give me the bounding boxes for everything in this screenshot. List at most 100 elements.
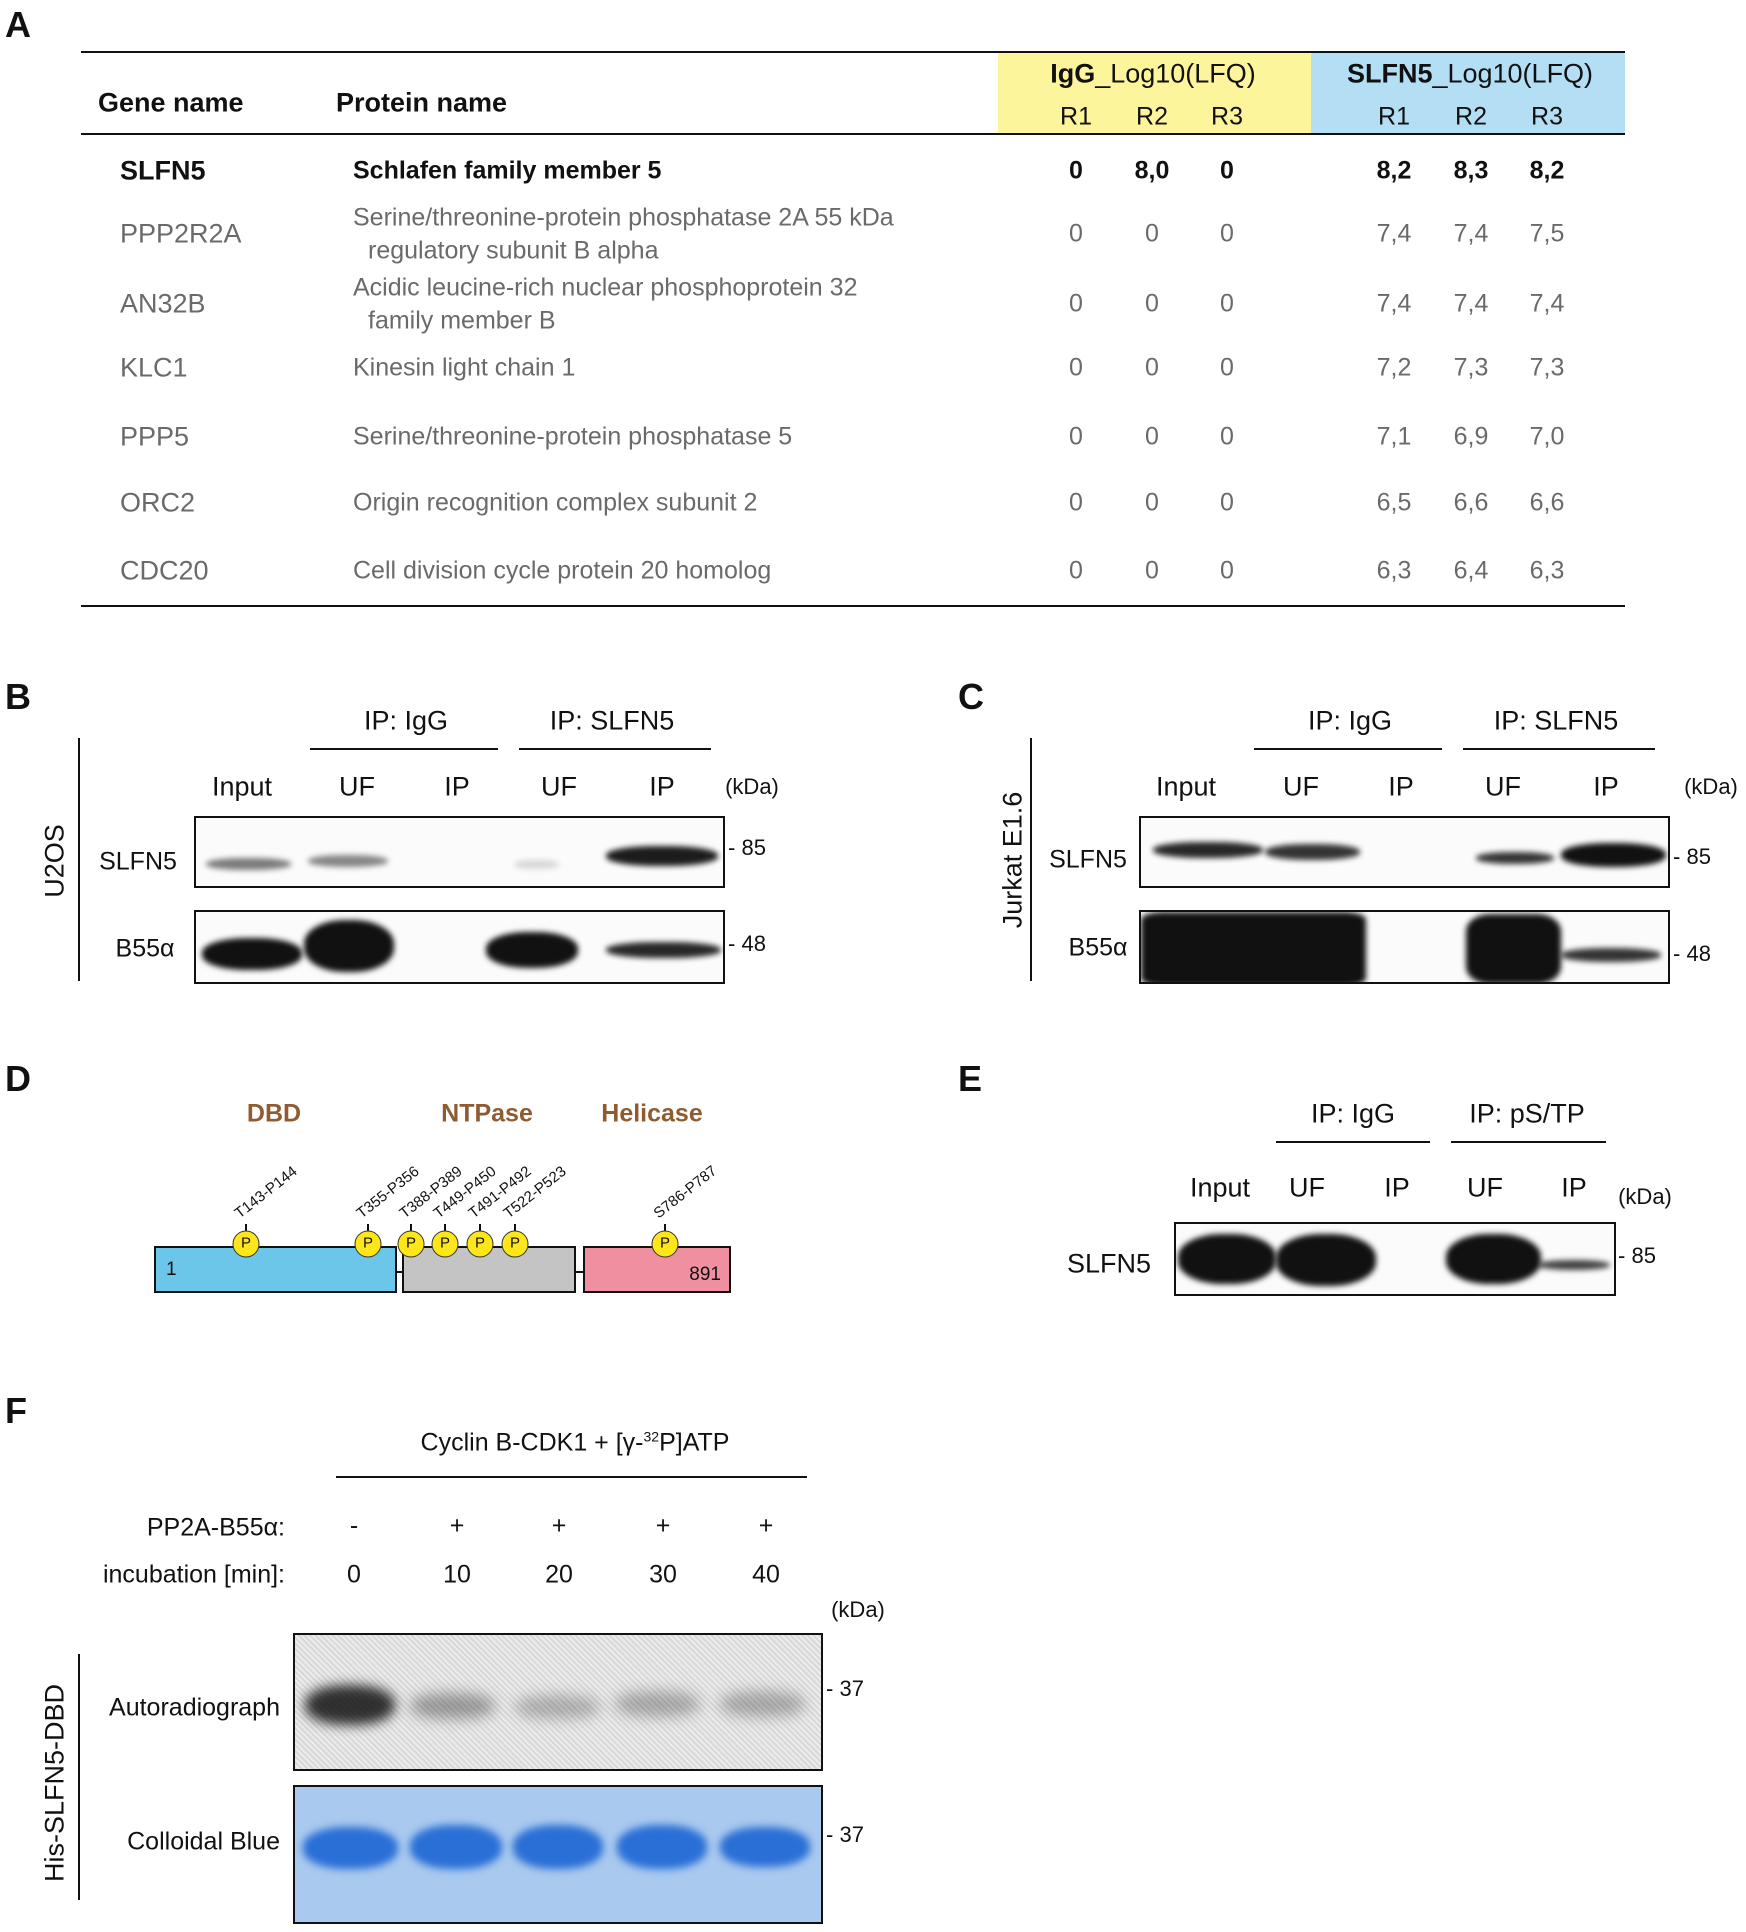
incubation-time: 30 [649, 1560, 677, 1589]
lane-pstp-uf: UF [1467, 1172, 1503, 1203]
ip-igg-bracket [310, 748, 498, 750]
slfn5-value-cell: 8,2 [1529, 156, 1565, 185]
igg-value-cell: 0 [1145, 353, 1159, 382]
lane-igg-uf: UF [1283, 771, 1319, 802]
igg-value-cell: 0 [1220, 156, 1234, 185]
igg-value-cell: 8,0 [1134, 156, 1170, 185]
igg-r1-header: R1 [1060, 102, 1092, 131]
slfn5-value-cell: 6,6 [1529, 488, 1565, 517]
slfn5-group-bold: SLFN5 [1346, 58, 1433, 89]
ip-igg-label: IP: IgG [1310, 1098, 1396, 1129]
slfn5-value-cell: 7,2 [1376, 353, 1412, 382]
ip-igg-label: IP: IgG [1307, 705, 1393, 736]
panel-label-a: A [5, 4, 31, 45]
cell-line-bracket [78, 738, 80, 981]
igg-group-header: IgG_Log10(LFQ) [1050, 59, 1256, 90]
band [410, 1693, 495, 1719]
marker-37-colloidal: - 37 [826, 1822, 864, 1847]
protein-cell: Serine/threonine-protein phosphatase 5 [353, 422, 793, 451]
pp2a-condition: + [449, 1511, 465, 1540]
band [1538, 1260, 1610, 1270]
igg-header-bg [998, 52, 1311, 133]
band [1265, 844, 1360, 860]
slfn5-value-cell: 7,4 [1376, 219, 1412, 248]
row-label-b55a: B55α [1068, 933, 1128, 962]
incubation-time: 0 [347, 1560, 361, 1589]
slfn5-value-cell: 7,1 [1376, 422, 1412, 451]
protein-cell: Acidic leucine-rich nuclear phosphoprote… [353, 273, 858, 302]
protein-cell: regulatory subunit B alpha [368, 236, 659, 265]
protein-cell: Serine/threonine-protein phosphatase 2A … [353, 203, 894, 232]
band [1561, 948, 1661, 962]
ip-igg-bracket [1254, 748, 1442, 750]
igg-value-cell: 0 [1069, 353, 1083, 382]
lane-input: Input [211, 771, 273, 802]
slfn5-value-cell: 8,3 [1453, 156, 1489, 185]
band [515, 1695, 600, 1719]
band [1141, 912, 1366, 982]
igg-value-cell: 0 [1220, 556, 1234, 585]
site-tick [664, 1224, 666, 1234]
igg-value-cell: 0 [1069, 289, 1083, 318]
incubation-label: incubation [min]: [102, 1560, 285, 1589]
panel-label-b: B [5, 676, 31, 717]
protein-cell: family member B [368, 306, 556, 335]
phospho-site-icon: P [501, 1230, 529, 1258]
igg-value-cell: 0 [1220, 289, 1234, 318]
panel-label-e: E [958, 1058, 983, 1099]
ip-slfn5-label: IP: SLFN5 [1493, 705, 1619, 736]
lane-slfn5-ip: IP [649, 771, 675, 802]
igg-value-cell: 0 [1220, 488, 1234, 517]
igg-value-cell: 0 [1145, 488, 1159, 517]
row-label-slfn5: SLFN5 [1066, 1248, 1152, 1279]
marker-48: - 48 [728, 931, 766, 956]
slfn5-value-cell: 7,3 [1453, 353, 1489, 382]
slfn5-value-cell: 6,5 [1376, 488, 1412, 517]
lane-igg-uf: UF [339, 771, 375, 802]
band [513, 1825, 603, 1869]
blot-slfn5 [194, 816, 725, 888]
pp2a-condition: + [758, 1511, 774, 1540]
slfn5-group-rest: _Log10(LFQ) [1432, 58, 1594, 89]
slfn5-value-cell: 6,3 [1376, 556, 1412, 585]
blot-b55a [1139, 910, 1670, 984]
pp2a-condition: + [655, 1511, 671, 1540]
pp2a-label: PP2A-B55α: [146, 1513, 285, 1542]
incubation-time: 20 [545, 1560, 573, 1589]
band [410, 1825, 502, 1869]
incubation-time: 10 [443, 1560, 471, 1589]
domain-label-helicase: Helicase [601, 1099, 703, 1128]
marker-85: - 85 [1618, 1243, 1656, 1268]
ip-slfn5-bracket [1463, 748, 1655, 750]
band [206, 858, 291, 870]
lane-input: Input [1189, 1172, 1251, 1203]
phospho-site-icon: P [466, 1230, 494, 1258]
table-bottom-rule [81, 605, 1625, 607]
cell-line-bracket [1030, 738, 1032, 981]
lane-igg-ip: IP [444, 771, 470, 802]
igg-group-bold: IgG [1050, 58, 1096, 89]
band [606, 942, 721, 958]
slfn5-value-cell: 8,2 [1376, 156, 1412, 185]
band [1561, 843, 1666, 867]
lane-igg-uf: UF [1289, 1172, 1325, 1203]
reaction-bracket [336, 1476, 807, 1478]
band [1153, 842, 1263, 858]
lane-igg-ip: IP [1388, 771, 1414, 802]
band [304, 920, 394, 972]
site-tick [410, 1224, 412, 1234]
igg-value-cell: 0 [1069, 488, 1083, 517]
protein-name-header: Protein name [336, 87, 508, 118]
band [606, 846, 718, 866]
slfn5-r1-header: R1 [1378, 102, 1410, 131]
row-label-slfn5: SLFN5 [1049, 845, 1127, 874]
igg-value-cell: 0 [1145, 219, 1159, 248]
slfn5-value-cell: 7,3 [1529, 353, 1565, 382]
slfn5-value-cell: 6,6 [1453, 488, 1489, 517]
site-tick [514, 1224, 516, 1234]
kda-label: (kDa) [725, 774, 779, 799]
band [486, 932, 578, 968]
marker-85: - 85 [728, 835, 766, 860]
slfn5-value-cell: 7,4 [1453, 289, 1489, 318]
band [514, 860, 559, 869]
